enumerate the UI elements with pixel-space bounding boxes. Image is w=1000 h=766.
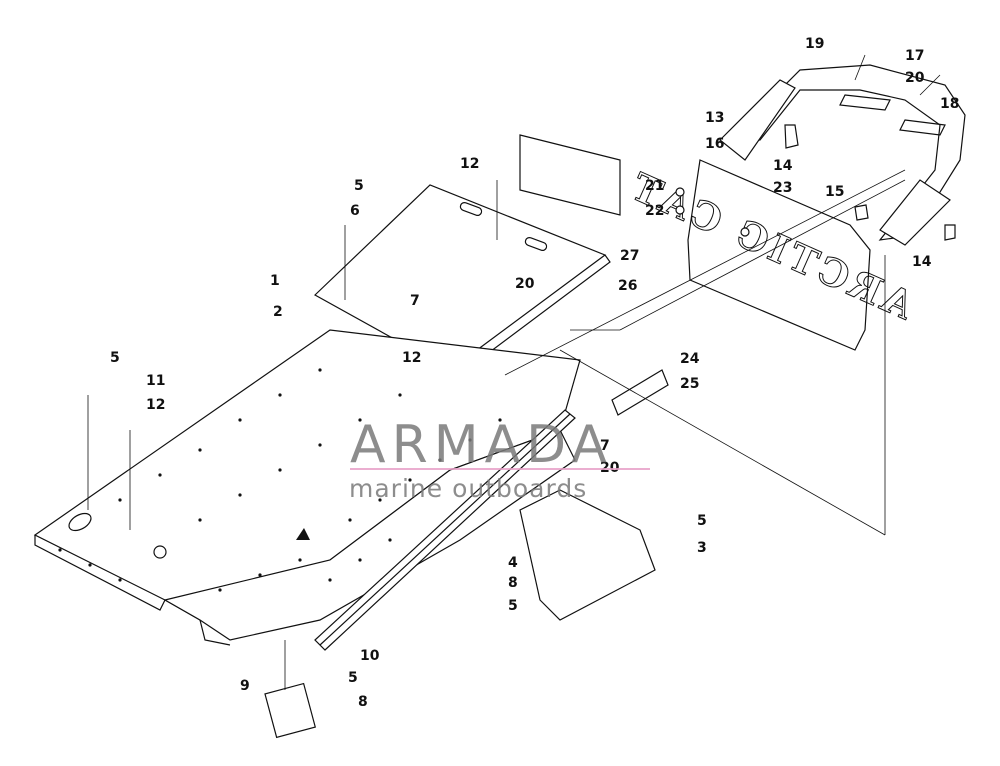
callout-5: 5 <box>354 178 364 194</box>
callout-24: 24 <box>680 351 700 367</box>
callout-25: 25 <box>680 376 699 392</box>
watermark-main: ARMADA <box>350 415 613 475</box>
callout-2: 2 <box>273 304 283 320</box>
tunnel-side <box>163 429 576 641</box>
bracket-plate <box>519 489 656 621</box>
leader-lines <box>87 169 906 690</box>
tunnel-rivets <box>58 368 502 592</box>
callout-14: 14 <box>773 158 793 174</box>
callout-6: 6 <box>350 203 360 219</box>
callout-3: 3 <box>697 540 707 556</box>
callout-1: 1 <box>270 273 280 289</box>
callout-5e: 5 <box>348 670 358 686</box>
callout-20: 20 <box>905 70 925 86</box>
callout-12: 12 <box>460 156 479 172</box>
callout-5c: 5 <box>697 513 707 529</box>
decal-27 <box>519 134 621 216</box>
callout-8: 8 <box>508 575 518 591</box>
plate-9 <box>264 682 317 739</box>
callout-5b: 5 <box>110 350 120 366</box>
callout-22: 22 <box>645 203 664 219</box>
callout-19: 19 <box>805 36 824 52</box>
callout-5d: 5 <box>508 598 518 614</box>
callout-23: 23 <box>773 180 792 196</box>
hitch-bracket <box>519 489 656 621</box>
callout-16: 16 <box>705 136 724 152</box>
callout-26: 26 <box>618 278 637 294</box>
callouts: 19 17 20 18 13 16 14 21 23 15 22 14 12 5… <box>110 36 959 710</box>
callout-18: 18 <box>940 96 959 112</box>
callout-14b: 14 <box>912 254 932 270</box>
callout-9: 9 <box>240 678 250 694</box>
callout-11: 11 <box>146 373 165 389</box>
callout-8b: 8 <box>358 694 368 710</box>
rear-bumper: ARCTIC CAT <box>621 54 966 351</box>
watermark-sub: marine outboards <box>349 474 587 503</box>
callout-13: 13 <box>705 110 724 126</box>
callout-17: 17 <box>905 48 924 64</box>
callout-12c: 12 <box>146 397 165 413</box>
callout-7: 7 <box>410 293 420 309</box>
callout-12b: 12 <box>402 350 421 366</box>
callout-10: 10 <box>360 648 380 664</box>
callout-20b: 20 <box>515 276 535 292</box>
watermark: ARMADA marine outboards <box>349 415 650 503</box>
callout-21: 21 <box>645 178 664 194</box>
left-step <box>719 79 796 161</box>
right-step <box>879 179 951 246</box>
plate-24 <box>611 369 669 416</box>
warning-triangle <box>296 528 310 540</box>
snow-flap <box>687 159 871 351</box>
watermark-rule <box>350 468 650 470</box>
callout-4: 4 <box>508 555 518 571</box>
callout-27: 27 <box>620 248 639 264</box>
callout-7b: 7 <box>600 438 610 454</box>
tunnel <box>33 329 581 646</box>
callout-15: 15 <box>825 184 844 200</box>
